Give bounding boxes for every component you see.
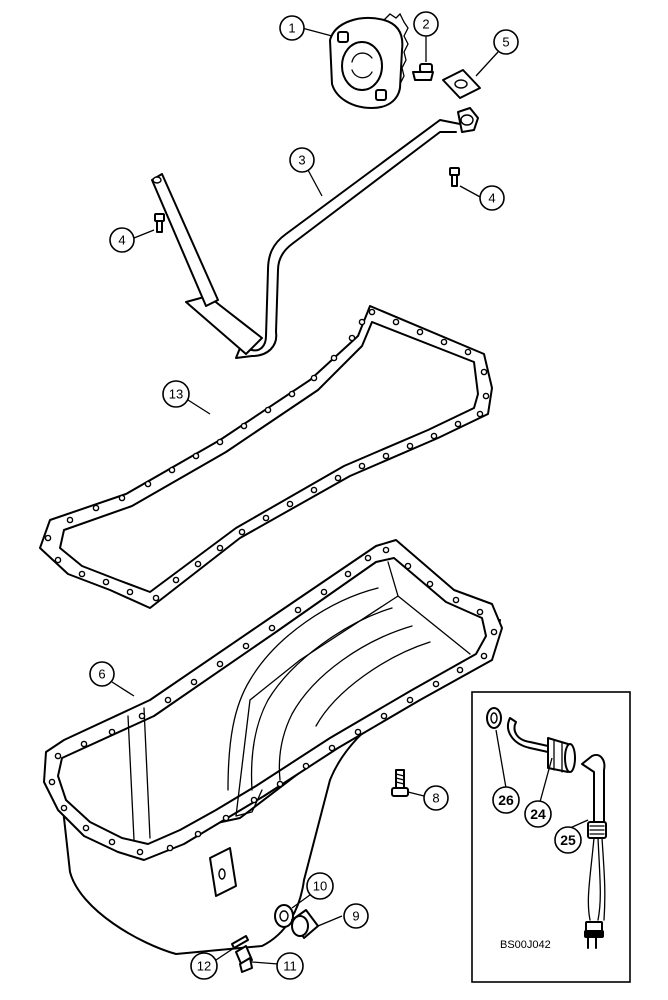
callout-13: 13 bbox=[162, 380, 190, 408]
svg-text:11: 11 bbox=[283, 959, 297, 974]
svg-text:9: 9 bbox=[352, 909, 359, 924]
washer-26 bbox=[486, 707, 502, 729]
drain-plug-9 bbox=[291, 909, 319, 939]
svg-text:10: 10 bbox=[313, 879, 327, 894]
sealing-washer-10 bbox=[274, 904, 294, 928]
callout-9: 9 bbox=[343, 903, 369, 929]
svg-text:8: 8 bbox=[432, 791, 439, 806]
inset-detail-box bbox=[471, 691, 631, 983]
svg-text:1: 1 bbox=[288, 21, 295, 36]
callout-3: 3 bbox=[289, 147, 315, 173]
svg-text:5: 5 bbox=[502, 35, 509, 50]
gasket-5 bbox=[442, 69, 481, 99]
svg-text:2: 2 bbox=[422, 17, 429, 32]
callout-24: 24 bbox=[524, 800, 552, 828]
callout-11: 11 bbox=[276, 952, 304, 980]
leader-lines bbox=[111, 27, 589, 965]
oil-pan-gasket bbox=[39, 305, 493, 609]
bolt-8 bbox=[391, 769, 409, 797]
reference-code: BS00J042 bbox=[500, 939, 551, 951]
pan-bolt-holes bbox=[48, 546, 498, 856]
svg-text:13: 13 bbox=[169, 387, 183, 402]
callout-4-left: 4 bbox=[109, 227, 135, 253]
callout-25: 25 bbox=[554, 826, 582, 854]
fitting-11 bbox=[235, 945, 253, 973]
bolt-4-left bbox=[154, 213, 165, 233]
sensor-25 bbox=[581, 754, 607, 949]
callout-8: 8 bbox=[423, 785, 449, 811]
callout-12: 12 bbox=[190, 952, 218, 980]
gasket-bolt-holes bbox=[44, 308, 490, 602]
svg-text:6: 6 bbox=[98, 667, 105, 682]
svg-text:25: 25 bbox=[560, 832, 576, 848]
callout-1: 1 bbox=[279, 15, 305, 41]
callout-6: 6 bbox=[89, 661, 115, 687]
svg-text:4: 4 bbox=[488, 191, 495, 206]
dipstick-tube-24 bbox=[507, 717, 576, 773]
callout-26: 26 bbox=[492, 786, 520, 814]
oil-pump bbox=[329, 12, 409, 109]
svg-text:BS00J042: BS00J042 bbox=[500, 939, 551, 951]
callout-10: 10 bbox=[306, 872, 334, 900]
callout-2: 2 bbox=[413, 11, 439, 37]
callout-5: 5 bbox=[493, 29, 519, 55]
svg-text:12: 12 bbox=[197, 959, 211, 974]
pin-12 bbox=[231, 935, 249, 949]
svg-text:24: 24 bbox=[530, 806, 546, 822]
svg-text:4: 4 bbox=[118, 233, 125, 248]
svg-text:3: 3 bbox=[298, 153, 305, 168]
oil-pickup-tube bbox=[151, 107, 479, 359]
bolt-2 bbox=[412, 63, 434, 81]
callout-4-right: 4 bbox=[479, 185, 505, 211]
svg-text:26: 26 bbox=[498, 792, 514, 808]
bolt-4-right bbox=[449, 167, 460, 187]
oil-pan bbox=[43, 539, 503, 955]
